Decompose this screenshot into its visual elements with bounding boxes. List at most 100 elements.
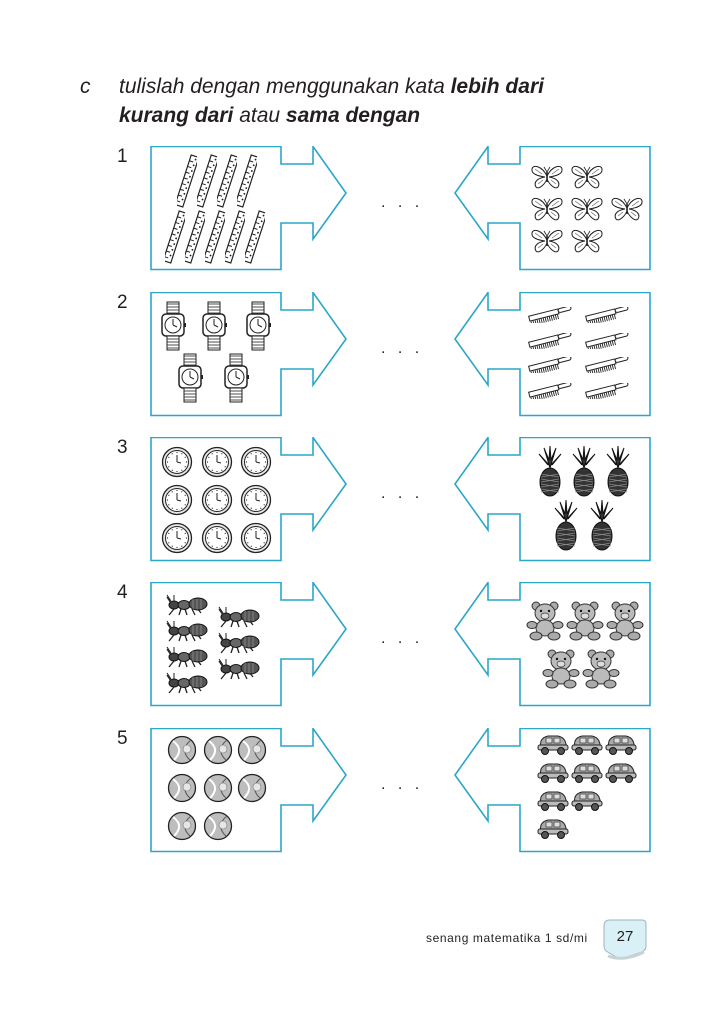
comb-icon [584, 331, 630, 354]
instruction-text: atau [233, 104, 286, 127]
answer-blank[interactable]: . . . [381, 485, 424, 502]
teddy-bear-icon [606, 601, 644, 646]
left-item-group [155, 733, 280, 848]
left-item-group [155, 442, 280, 557]
ball-icon [203, 773, 233, 808]
ant-icon [217, 657, 261, 688]
ruler-icon [222, 209, 248, 270]
pineapple-icon [570, 445, 598, 503]
teddy-bear-icon [526, 601, 564, 646]
ruler-icon [182, 209, 208, 270]
teddy-bear-icon [542, 649, 580, 694]
clock-icon [240, 522, 272, 559]
exercise-row-3: 3 . . . [0, 437, 728, 572]
row-number: 4 [117, 582, 128, 603]
right-item-group [522, 442, 647, 557]
toy-car-icon [536, 789, 570, 816]
toy-car-icon [570, 733, 604, 760]
left-item-group [155, 151, 280, 266]
answer-blank[interactable]: . . . [381, 776, 424, 793]
ruler-icon [162, 209, 188, 270]
ant-icon [217, 631, 261, 662]
instruction-line-2: kurang dari atau sama dengan [119, 104, 420, 128]
answer-blank[interactable]: . . . [381, 630, 424, 647]
right-arrow-frame [454, 728, 651, 853]
pineapple-icon [536, 445, 564, 503]
teddy-bear-icon [566, 601, 604, 646]
right-item-group [522, 297, 647, 412]
ruler-icon [174, 153, 200, 214]
comb-icon [584, 305, 630, 328]
butterfly-icon [570, 164, 604, 195]
butterfly-icon [530, 228, 564, 259]
clock-icon [161, 522, 193, 559]
section-letter: c [80, 75, 91, 98]
clock-icon [201, 484, 233, 521]
watch-icon [177, 353, 203, 408]
row-number: 1 [117, 146, 128, 167]
answer-blank[interactable]: . . . [381, 340, 424, 357]
instruction-header: c tulislah dengan menggunakan kata lebih… [0, 0, 728, 140]
watch-icon [201, 301, 227, 356]
keyword-kurang-dari: kurang dari [119, 104, 234, 127]
comb-icon [527, 305, 573, 328]
butterfly-icon [610, 196, 644, 227]
ruler-icon [214, 153, 240, 214]
ball-icon [237, 773, 267, 808]
left-item-group [155, 297, 280, 412]
clock-icon [240, 446, 272, 483]
comb-icon [584, 381, 630, 404]
toy-car-icon [570, 789, 604, 816]
pineapple-icon [604, 445, 632, 503]
ruler-icon [234, 153, 260, 214]
clock-icon [201, 446, 233, 483]
page-number-badge [603, 919, 647, 960]
toy-car-icon [604, 733, 638, 760]
ant-icon [165, 645, 209, 676]
comb-icon [527, 355, 573, 378]
toy-car-icon [604, 761, 638, 788]
row-number: 5 [117, 728, 128, 749]
watch-icon [245, 301, 271, 356]
teddy-bear-icon [582, 649, 620, 694]
ant-icon [165, 671, 209, 702]
ball-icon [167, 773, 197, 808]
butterfly-icon [570, 196, 604, 227]
toy-car-icon [536, 733, 570, 760]
left-arrow-frame [150, 146, 347, 271]
toy-car-icon [570, 761, 604, 788]
clock-icon [240, 484, 272, 521]
butterfly-icon [570, 228, 604, 259]
ball-icon [203, 735, 233, 770]
ruler-icon [194, 153, 220, 214]
watch-icon [223, 353, 249, 408]
toy-car-icon [536, 817, 570, 844]
right-item-group [522, 587, 647, 702]
row-number: 2 [117, 292, 128, 313]
comb-icon [584, 355, 630, 378]
butterfly-icon [530, 164, 564, 195]
ball-icon [167, 811, 197, 846]
pineapple-icon [588, 499, 616, 557]
exercise-row-1: 1 . . . [0, 146, 728, 281]
right-item-group [522, 151, 647, 266]
answer-blank[interactable]: . . . [381, 194, 424, 211]
ant-icon [217, 605, 261, 636]
instruction-text: tulislah dengan menggunakan kata [119, 75, 451, 98]
ant-icon [165, 593, 209, 624]
ruler-icon [242, 209, 268, 270]
toy-car-icon [536, 761, 570, 788]
exercise-row-5: 5 . . . [0, 728, 728, 863]
keyword-sama-dengan: sama dengan [285, 104, 421, 127]
book-title: senang matematika 1 sd/mi [426, 931, 588, 945]
clock-icon [161, 484, 193, 521]
ruler-icon [202, 209, 228, 270]
comb-icon [527, 381, 573, 404]
ball-icon [167, 735, 197, 770]
keyword-lebih-dari: lebih dari [450, 75, 544, 98]
watch-icon [160, 301, 186, 356]
row-number: 3 [117, 437, 128, 458]
ant-icon [165, 619, 209, 650]
ball-icon [203, 811, 233, 846]
